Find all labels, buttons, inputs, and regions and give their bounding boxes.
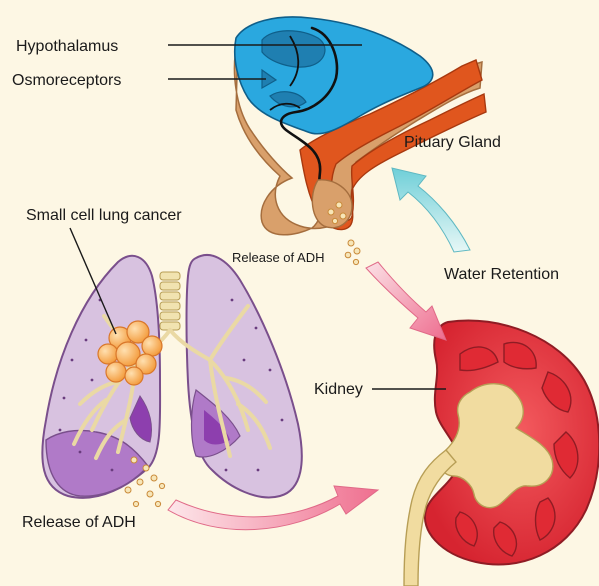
neural-pathway-branch xyxy=(269,35,301,111)
adh-lung-to-kidney-arrow[interactable] xyxy=(167,485,380,531)
pituitary-gland-label: Pituary Gland xyxy=(404,134,501,151)
ureter xyxy=(403,449,457,586)
adh-granules-lung xyxy=(124,456,166,508)
water-retention-label: Water Retention xyxy=(444,266,559,283)
lungs-group xyxy=(41,253,303,508)
hypothalamus-nucleus xyxy=(261,30,326,68)
pituitary-stalk xyxy=(299,59,487,231)
tumor-cluster xyxy=(97,320,163,386)
neural-pathway xyxy=(279,26,339,218)
alveoli-dots xyxy=(58,298,284,472)
lung-cancer-leader xyxy=(69,227,117,335)
leader-lines xyxy=(69,44,446,390)
kidney-label: Kidney xyxy=(314,381,363,398)
right-lung xyxy=(185,253,303,499)
brain-group xyxy=(233,16,487,266)
kidney-group xyxy=(403,319,599,586)
water-retention-arrow[interactable] xyxy=(391,167,471,253)
release-adh-lung-label: Release of ADH xyxy=(22,514,136,531)
release-adh-pituitary-label: Release of ADH xyxy=(232,250,325,265)
osmoreceptors-label: Osmoreceptors xyxy=(12,72,121,89)
adh-pituitary-to-kidney-arrow[interactable] xyxy=(365,261,447,341)
small-cell-lung-cancer-label: Small cell lung cancer xyxy=(26,207,182,224)
kidney-pyramids xyxy=(455,341,579,557)
hypothalamus-label: Hypothalamus xyxy=(16,38,118,55)
left-lung-lobe xyxy=(129,395,153,443)
adh-granules-pituitary xyxy=(327,201,361,266)
kidney-pelvis xyxy=(439,383,554,509)
arrows-group xyxy=(167,167,471,531)
trachea xyxy=(159,271,181,331)
labels: Hypothalamus Osmoreceptors Pituary Gland… xyxy=(12,38,559,531)
